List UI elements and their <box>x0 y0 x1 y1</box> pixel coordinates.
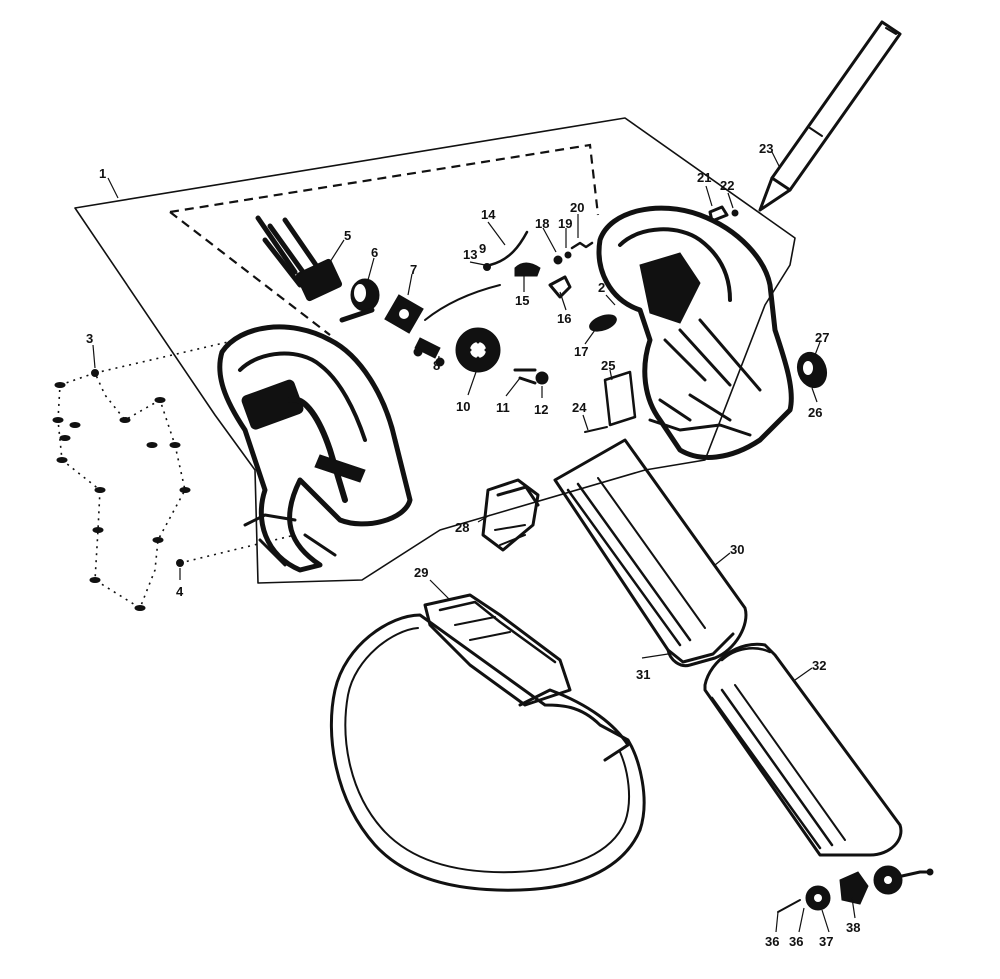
part-label-14: 14 <box>481 207 496 222</box>
part-label-25: 25 <box>601 358 615 373</box>
part-label-27: 27 <box>815 330 829 345</box>
bottom-small-parts <box>777 865 934 913</box>
part-label-15: 15 <box>515 293 529 308</box>
screwdriver-tool <box>758 20 902 212</box>
part-label-11: 11 <box>496 400 510 415</box>
part-number-labels: 1 2 3 4 5 6 7 8 9 10 11 12 13 14 15 16 1… <box>86 141 860 949</box>
right-housing-half <box>596 205 794 460</box>
part-label-36a: 36 <box>765 934 779 949</box>
blower-tube-upper <box>553 438 748 668</box>
collection-bag <box>329 593 646 892</box>
part-label-37: 37 <box>819 934 833 949</box>
left-housing-half <box>217 324 413 573</box>
part-label-26: 26 <box>808 405 822 420</box>
part-label-23: 23 <box>759 141 773 156</box>
part-label-32: 32 <box>812 658 826 673</box>
part-label-13: 13 <box>463 247 477 262</box>
part-label-19: 19 <box>558 216 572 231</box>
part-label-12: 12 <box>534 402 548 417</box>
part-label-16: 16 <box>557 311 571 326</box>
part-label-22: 22 <box>720 178 734 193</box>
part-label-24: 24 <box>572 400 587 415</box>
part-label-18: 18 <box>535 216 549 231</box>
part-label-29: 29 <box>414 565 428 580</box>
part-label-36b: 36 <box>789 934 803 949</box>
part-label-31: 31 <box>636 667 650 682</box>
nozzle-adapter <box>481 478 540 552</box>
part-label-20: 20 <box>570 200 584 215</box>
part-label-38: 38 <box>846 920 860 935</box>
part-label-9: 9 <box>479 241 486 256</box>
part-label-10: 10 <box>456 399 470 414</box>
part-label-21: 21 <box>697 170 711 185</box>
part-label-28: 28 <box>455 520 469 535</box>
motor-parts <box>339 278 549 385</box>
part-label-1: 1 <box>99 166 106 181</box>
part-label-6: 6 <box>371 245 378 260</box>
switch-parts <box>483 205 739 332</box>
motor-brush-assembly <box>255 215 343 302</box>
part-label-7: 7 <box>410 262 417 277</box>
part-label-8: 8 <box>433 358 440 373</box>
screw-set <box>52 369 191 611</box>
part-label-5: 5 <box>344 228 351 243</box>
part-label-2: 2 <box>598 280 605 295</box>
part-label-4: 4 <box>176 584 184 599</box>
part-label-17: 17 <box>574 344 588 359</box>
leader-lines <box>92 151 856 933</box>
part-label-3: 3 <box>86 331 93 346</box>
small-parts-right <box>584 351 828 433</box>
part-label-30: 30 <box>730 542 744 557</box>
blower-tube-lower <box>703 642 903 857</box>
